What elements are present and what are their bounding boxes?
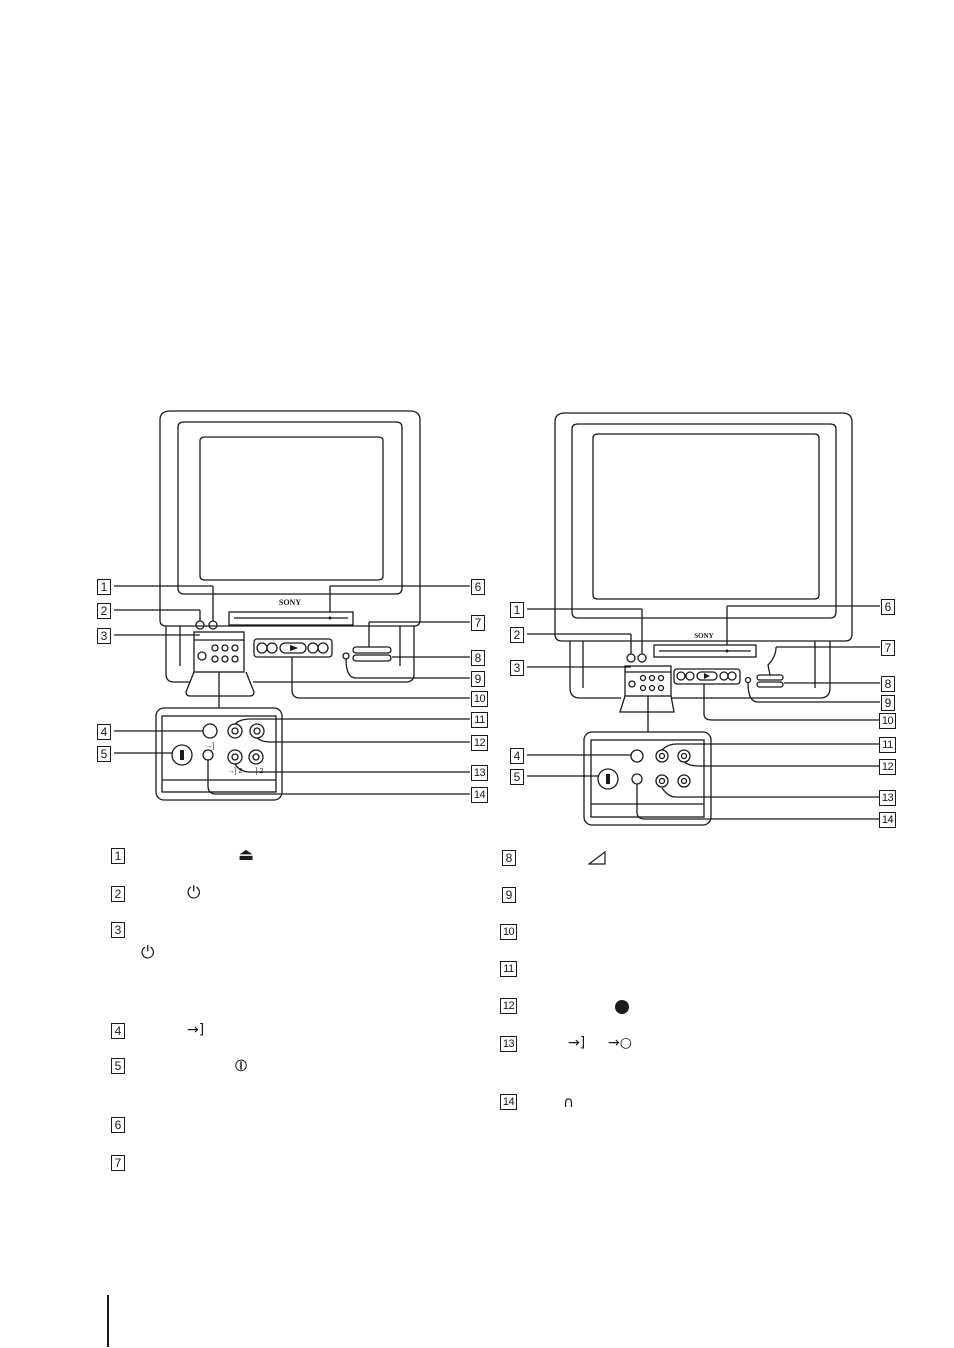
callout-right-2: 2 <box>510 627 524 643</box>
callout-right-3: 3 <box>510 660 524 676</box>
callout-right-10: 10 <box>879 713 896 729</box>
legend-num-4: 4 <box>111 1023 125 1039</box>
callout-left-7: 7 <box>471 615 485 631</box>
callout-right-9: 9 <box>881 695 895 711</box>
record-icon <box>615 1000 629 1014</box>
standby-icon: ⏻ <box>187 883 201 903</box>
callout-left-14: 14 <box>471 787 488 803</box>
video-input-icon: →] <box>187 1022 205 1038</box>
left-tv <box>114 410 470 801</box>
page-margin-rule <box>107 1295 109 1347</box>
callout-left-5: 5 <box>97 746 111 762</box>
standby-icon: ⏻ <box>141 943 155 963</box>
legend-num-13: 13 <box>500 1036 517 1052</box>
callout-left-13: 13 <box>471 765 488 781</box>
power-icon: ⦶ <box>235 1056 248 1076</box>
panel-label-input-2a: →] 2 <box>228 768 243 775</box>
callout-left-8: 8 <box>471 650 485 666</box>
callout-left-12: 12 <box>471 735 488 751</box>
legend-num-11: 11 <box>500 961 517 977</box>
video-input-icon: →] <box>568 1035 586 1051</box>
right-tv <box>527 412 880 826</box>
legend-num-1: 1 <box>111 848 125 864</box>
callout-right-6: 6 <box>881 599 895 615</box>
legend-num-6: 6 <box>111 1117 125 1133</box>
callout-right-4: 4 <box>510 748 524 764</box>
legend-num-2: 2 <box>111 886 125 902</box>
callout-right-11: 11 <box>879 737 896 753</box>
callout-right-7: 7 <box>881 640 895 656</box>
legend-num-5: 5 <box>111 1058 125 1074</box>
legend-num-9: 9 <box>502 887 516 903</box>
callout-left-4: 4 <box>97 724 111 740</box>
callout-left-10: 10 <box>471 691 488 707</box>
callout-right-8: 8 <box>881 676 895 692</box>
callout-right-14: 14 <box>879 812 896 828</box>
callout-right-1: 1 <box>510 602 524 618</box>
callout-left-6: 6 <box>471 579 485 595</box>
panel-label-input-front: →] <box>206 743 215 750</box>
callout-left-9: 9 <box>471 671 485 687</box>
callout-right-12: 12 <box>879 759 896 775</box>
callout-left-2: 2 <box>97 603 111 619</box>
callout-left-3: 3 <box>97 628 111 644</box>
callout-left-11: 11 <box>471 712 488 728</box>
callout-left-1: 1 <box>97 579 111 595</box>
volume-icon <box>588 851 606 865</box>
left-brand: SONY <box>279 598 301 607</box>
legend-num-8: 8 <box>502 850 516 866</box>
eject-icon: ⏏ <box>238 845 255 865</box>
legend-num-10: 10 <box>500 924 517 940</box>
panel-label-input-2b: →] 2 <box>249 768 264 775</box>
legend-num-7: 7 <box>111 1155 125 1171</box>
video-input-alt-icon: →○ <box>608 1035 632 1051</box>
legend-num-12: 12 <box>500 998 517 1014</box>
legend-num-3: 3 <box>111 922 125 938</box>
legend-num-14: 14 <box>500 1094 517 1110</box>
right-brand: SONY <box>694 632 713 640</box>
headphones-icon: ∩ <box>563 1093 574 1111</box>
callout-right-13: 13 <box>879 790 896 806</box>
callout-right-5: 5 <box>510 769 524 785</box>
